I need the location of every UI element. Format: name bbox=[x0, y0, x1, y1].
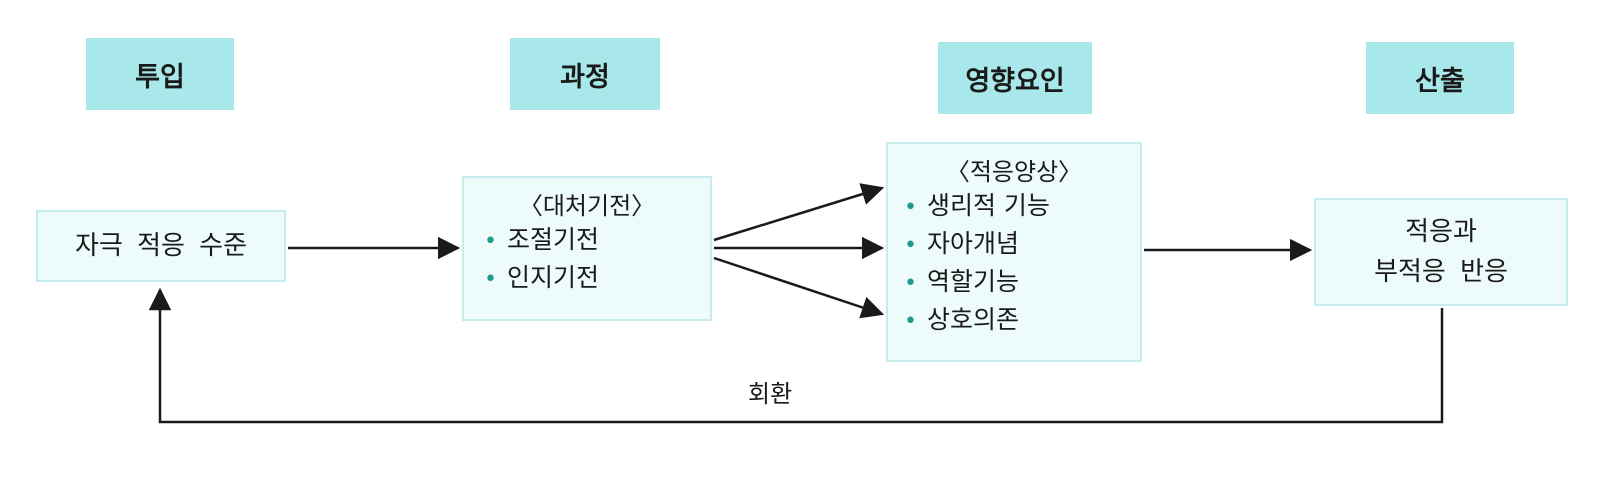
factors-box: 〈적응양상〉 • 생리적 기능 • 자아개념 • 역할기능 • 상호의존 bbox=[886, 142, 1142, 362]
bullet-icon: • bbox=[484, 267, 497, 292]
process-item-cognator-label: 인지기전 bbox=[506, 263, 599, 292]
input-box-text: 자극 적응 수준 bbox=[74, 231, 248, 261]
arrow-feedback-loop bbox=[148, 287, 1444, 424]
output-box: 적응과 부적응 반응 bbox=[1314, 198, 1568, 306]
factors-item-self-concept: • 자아개념 bbox=[904, 226, 1140, 264]
process-box-title: 〈대처기전〉 bbox=[518, 192, 656, 220]
arrow-process-to-factors-bottom bbox=[713, 256, 885, 319]
factors-item-interdependence-label: 상호의존 bbox=[926, 305, 1019, 334]
stage-header-factors: 영향요인 bbox=[938, 42, 1092, 114]
process-item-regulator-label: 조절기전 bbox=[506, 225, 599, 254]
factors-item-physiological-label: 생리적 기능 bbox=[926, 191, 1050, 220]
output-box-line-2: 부적응 반응 bbox=[1374, 257, 1508, 287]
input-box: 자극 적응 수준 bbox=[36, 210, 286, 282]
stage-header-input: 투입 bbox=[86, 38, 234, 110]
bullet-icon: • bbox=[904, 271, 917, 296]
factors-item-interdependence: • 상호의존 bbox=[904, 302, 1140, 340]
stage-header-output: 산출 bbox=[1366, 42, 1514, 114]
factors-item-role-function: • 역할기능 bbox=[904, 264, 1140, 302]
stage-header-process-label: 과정 bbox=[560, 61, 610, 93]
factors-item-self-concept-label: 자아개념 bbox=[926, 229, 1019, 258]
process-box: 〈대처기전〉 • 조절기전 • 인지기전 bbox=[462, 176, 712, 321]
stage-header-factors-label: 영향요인 bbox=[965, 65, 1065, 97]
stage-header-output-label: 산출 bbox=[1415, 65, 1465, 97]
factors-item-role-function-label: 역할기능 bbox=[926, 267, 1019, 296]
bullet-icon: • bbox=[484, 229, 497, 254]
bullet-icon: • bbox=[904, 233, 917, 258]
factors-item-physiological: • 생리적 기능 bbox=[904, 188, 1140, 226]
factors-box-title: 〈적응양상〉 bbox=[945, 158, 1083, 186]
output-box-line-1: 적응과 bbox=[1405, 217, 1477, 247]
process-item-regulator: • 조절기전 bbox=[484, 222, 710, 260]
bullet-icon: • bbox=[904, 309, 917, 334]
process-item-cognator: • 인지기전 bbox=[484, 260, 710, 298]
feedback-label: 회환 bbox=[748, 380, 793, 408]
arrow-process-to-factors-top bbox=[713, 183, 885, 242]
stage-header-input-label: 투입 bbox=[135, 61, 185, 93]
stage-header-process: 과정 bbox=[510, 38, 660, 110]
bullet-icon: • bbox=[904, 195, 917, 220]
